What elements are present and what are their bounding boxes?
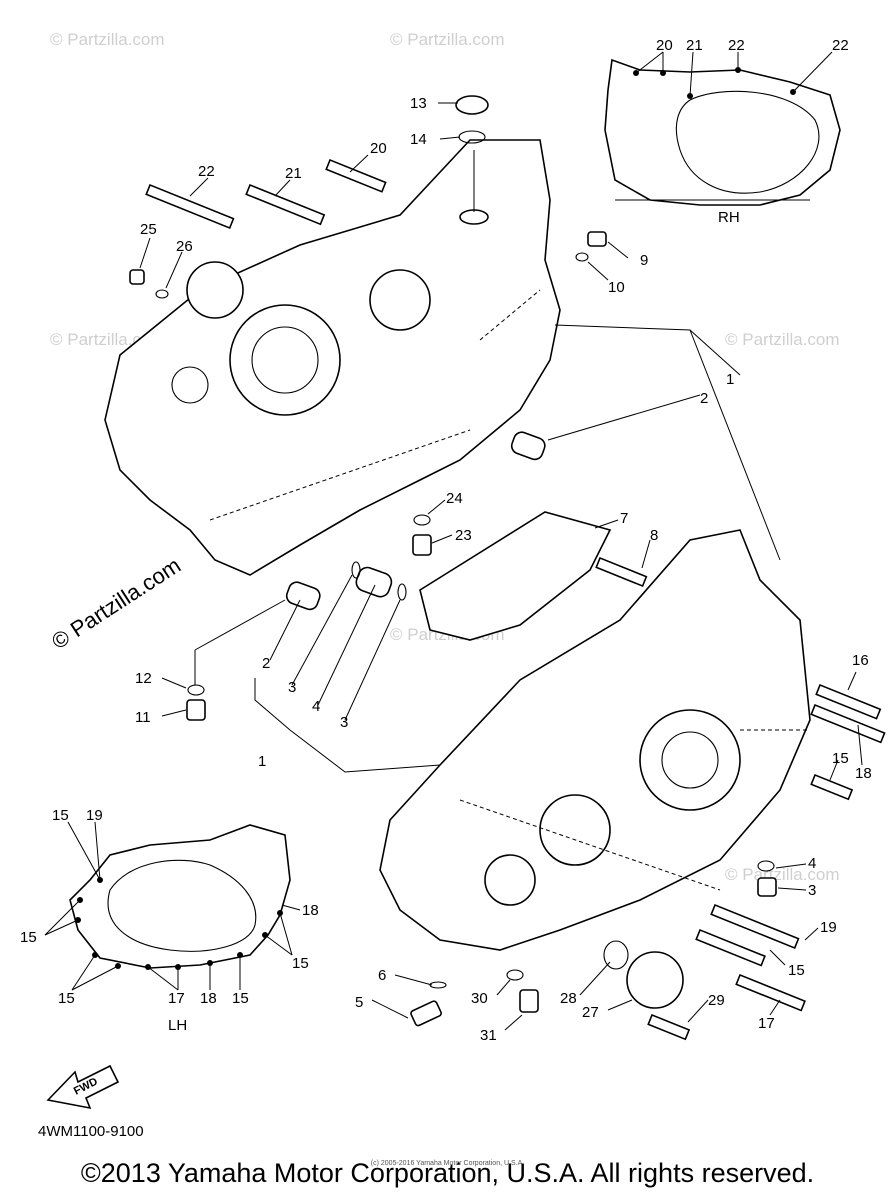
lh-label: LH bbox=[168, 1017, 187, 1034]
callout-18-lh-2: 18 bbox=[302, 902, 319, 919]
callout-15-lh-2: 15 bbox=[20, 929, 37, 946]
watermark-5: © Partzilla.com bbox=[725, 865, 840, 884]
callout-17-lh: 17 bbox=[168, 990, 185, 1007]
callout-9: 9 bbox=[640, 252, 648, 269]
callout-19: 19 bbox=[820, 919, 837, 936]
callout-2-top: 2 bbox=[700, 390, 708, 407]
crankcase-left-half bbox=[104, 139, 561, 576]
watermark-big: © Partzilla.com bbox=[47, 552, 185, 654]
callout-14: 14 bbox=[410, 131, 427, 148]
callout-1-left: 1 bbox=[258, 753, 266, 770]
small-print: (c) 2005-2016 Yamaha Motor Corporation, … bbox=[370, 1160, 525, 1167]
callout-15-right-1: 15 bbox=[832, 750, 849, 767]
callout-26: 26 bbox=[176, 238, 193, 255]
watermark-2: © Partzilla.com bbox=[390, 30, 505, 49]
drawing-code: 4WM1100-9100 bbox=[38, 1123, 144, 1140]
fwd-arrow-icon: FWD bbox=[46, 1064, 120, 1110]
callout-18: 18 bbox=[855, 765, 872, 782]
callout-11: 11 bbox=[135, 709, 151, 726]
callouts: 13 14 20 21 22 25 26 9 10 1 2 24 23 7 8 … bbox=[135, 95, 872, 1044]
callout-3-left-2: 3 bbox=[340, 714, 348, 731]
callout-25: 25 bbox=[140, 221, 157, 238]
crankcase-right-half bbox=[379, 529, 811, 951]
callout-19-lh: 19 bbox=[86, 807, 103, 824]
callout-1-top: 1 bbox=[726, 371, 734, 388]
callout-2-left: 2 bbox=[262, 655, 270, 672]
callout-13: 13 bbox=[410, 95, 427, 112]
watermark-4: © Partzilla.com bbox=[725, 330, 840, 349]
callout-31: 31 bbox=[480, 1027, 497, 1044]
callout-24: 24 bbox=[446, 490, 463, 507]
callout-21-rh: 21 bbox=[686, 37, 703, 54]
rh-label: RH bbox=[718, 209, 740, 226]
rh-inset: 20 21 22 22 RH bbox=[604, 37, 849, 226]
callout-15-lh-4: 15 bbox=[232, 990, 249, 1007]
callout-16: 16 bbox=[852, 652, 869, 669]
assembly-leaders bbox=[194, 324, 781, 773]
callout-3-left: 3 bbox=[288, 679, 296, 696]
callout-12: 12 bbox=[135, 670, 152, 687]
callout-leaders bbox=[139, 102, 863, 1031]
callout-4-left: 4 bbox=[312, 698, 320, 715]
callout-4-right: 4 bbox=[808, 855, 816, 872]
callout-22-rh-1: 22 bbox=[728, 37, 745, 54]
callout-10: 10 bbox=[608, 279, 625, 296]
callout-3-right: 3 bbox=[808, 882, 816, 899]
upper-fasteners bbox=[129, 95, 607, 299]
callout-20: 20 bbox=[370, 140, 387, 157]
callout-27: 27 bbox=[582, 1004, 599, 1021]
callout-30: 30 bbox=[471, 990, 488, 1007]
watermark-1: © Partzilla.com bbox=[50, 30, 165, 49]
callout-6: 6 bbox=[378, 967, 386, 984]
callout-17: 17 bbox=[758, 1015, 775, 1032]
callout-15-lh-1: 15 bbox=[52, 807, 69, 824]
callout-15-right-2: 15 bbox=[788, 962, 805, 979]
callout-28: 28 bbox=[560, 990, 577, 1007]
callout-23: 23 bbox=[455, 527, 472, 544]
callout-5: 5 bbox=[355, 994, 363, 1011]
callout-15-lh-5: 15 bbox=[292, 955, 309, 972]
copyright-footer: ©2013 Yamaha Motor Corporation, U.S.A. A… bbox=[80, 1158, 815, 1188]
middle-parts bbox=[186, 431, 648, 721]
callout-20-rh: 20 bbox=[656, 37, 673, 54]
callout-21: 21 bbox=[285, 165, 302, 182]
lower-right-fasteners bbox=[410, 683, 886, 1041]
callout-22-rh-2: 22 bbox=[832, 37, 849, 54]
callout-15-lh-3: 15 bbox=[58, 990, 75, 1007]
callout-7: 7 bbox=[620, 510, 628, 527]
callout-29: 29 bbox=[708, 992, 725, 1009]
lh-inset: 15 19 15 15 17 18 15 15 18 LH bbox=[20, 807, 319, 1034]
callout-22: 22 bbox=[198, 163, 215, 180]
callout-8: 8 bbox=[650, 527, 658, 544]
callout-18-lh-1: 18 bbox=[200, 990, 217, 1007]
